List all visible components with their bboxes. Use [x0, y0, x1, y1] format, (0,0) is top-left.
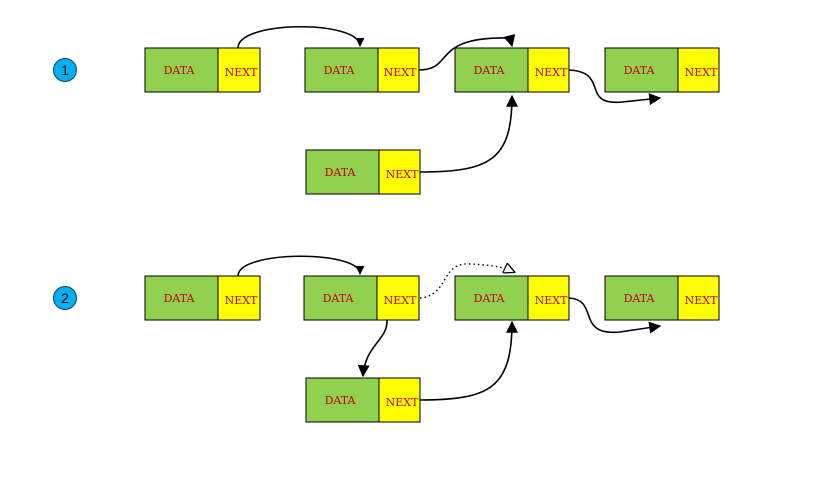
pointer-arrow — [568, 69, 662, 106]
node: DATA NEXT — [604, 275, 720, 321]
node: DATA NEXT — [304, 47, 420, 93]
pointer-arrow — [419, 94, 518, 173]
node-data-cell — [305, 149, 380, 195]
node-data-cell — [144, 47, 219, 93]
node-data-cell — [454, 47, 529, 93]
node-next-cell — [376, 275, 420, 321]
node-next-cell — [217, 47, 261, 93]
node-next-cell — [677, 275, 720, 321]
pointer-arrow — [419, 320, 518, 401]
new-node: DATA NEXT — [305, 377, 421, 423]
node-next-cell — [527, 47, 570, 93]
node: DATA NEXT — [604, 47, 720, 93]
node-next-label: NEXT — [535, 66, 568, 79]
node-data-cell — [305, 377, 380, 423]
node-data-label: DATA — [324, 64, 356, 77]
node-next-label: NEXT — [384, 66, 417, 79]
node-next-cell — [378, 149, 421, 195]
node-next-label: NEXT — [685, 294, 718, 307]
pointer-arrow — [357, 319, 388, 378]
node-data-label: DATA — [164, 64, 196, 77]
node-next-cell — [677, 47, 720, 93]
node: DATA NEXT — [454, 275, 570, 321]
node-next-label: NEXT — [386, 396, 419, 409]
step-marker-1: 1 — [53, 58, 77, 82]
node-next-label: NEXT — [685, 66, 718, 79]
node-data-label: DATA — [474, 64, 506, 77]
node-data-label: DATA — [325, 166, 357, 179]
node-next-label: NEXT — [225, 294, 258, 307]
node-next-cell — [527, 275, 570, 321]
node: DATA NEXT — [144, 47, 261, 93]
pointer-arrow — [237, 25, 365, 49]
step-circle — [53, 286, 77, 310]
node-data-label: DATA — [323, 292, 355, 305]
node-data-cell — [303, 275, 378, 321]
new-node: DATA NEXT — [305, 149, 421, 195]
node-data-cell — [604, 275, 679, 321]
node-next-cell — [217, 275, 261, 321]
node-data-cell — [454, 275, 529, 321]
node-data-cell — [604, 47, 679, 93]
node-data-label: DATA — [624, 292, 656, 305]
node-next-label: NEXT — [384, 294, 417, 307]
node-data-label: DATA — [474, 292, 506, 305]
node: DATA NEXT — [454, 47, 570, 93]
removed-pointer-arrow — [419, 264, 514, 299]
node-data-cell — [144, 275, 219, 321]
pointer-arrow — [418, 34, 516, 71]
node-data-label: DATA — [624, 64, 656, 77]
step-marker-2: 2 — [53, 286, 77, 310]
node-next-label: NEXT — [386, 168, 419, 181]
step-label: 2 — [61, 290, 69, 306]
step-label: 1 — [61, 62, 69, 78]
node-next-cell — [377, 47, 420, 93]
node-next-cell — [378, 377, 421, 423]
node-data-label: DATA — [325, 394, 357, 407]
node: DATA NEXT — [303, 275, 420, 321]
node-next-label: NEXT — [225, 66, 258, 79]
step-circle — [53, 58, 77, 82]
node-data-label: DATA — [164, 292, 196, 305]
pointer-arrow — [568, 297, 662, 334]
pointer-arrow — [237, 255, 365, 277]
node: DATA NEXT — [144, 275, 261, 321]
node-next-label: NEXT — [535, 294, 568, 307]
